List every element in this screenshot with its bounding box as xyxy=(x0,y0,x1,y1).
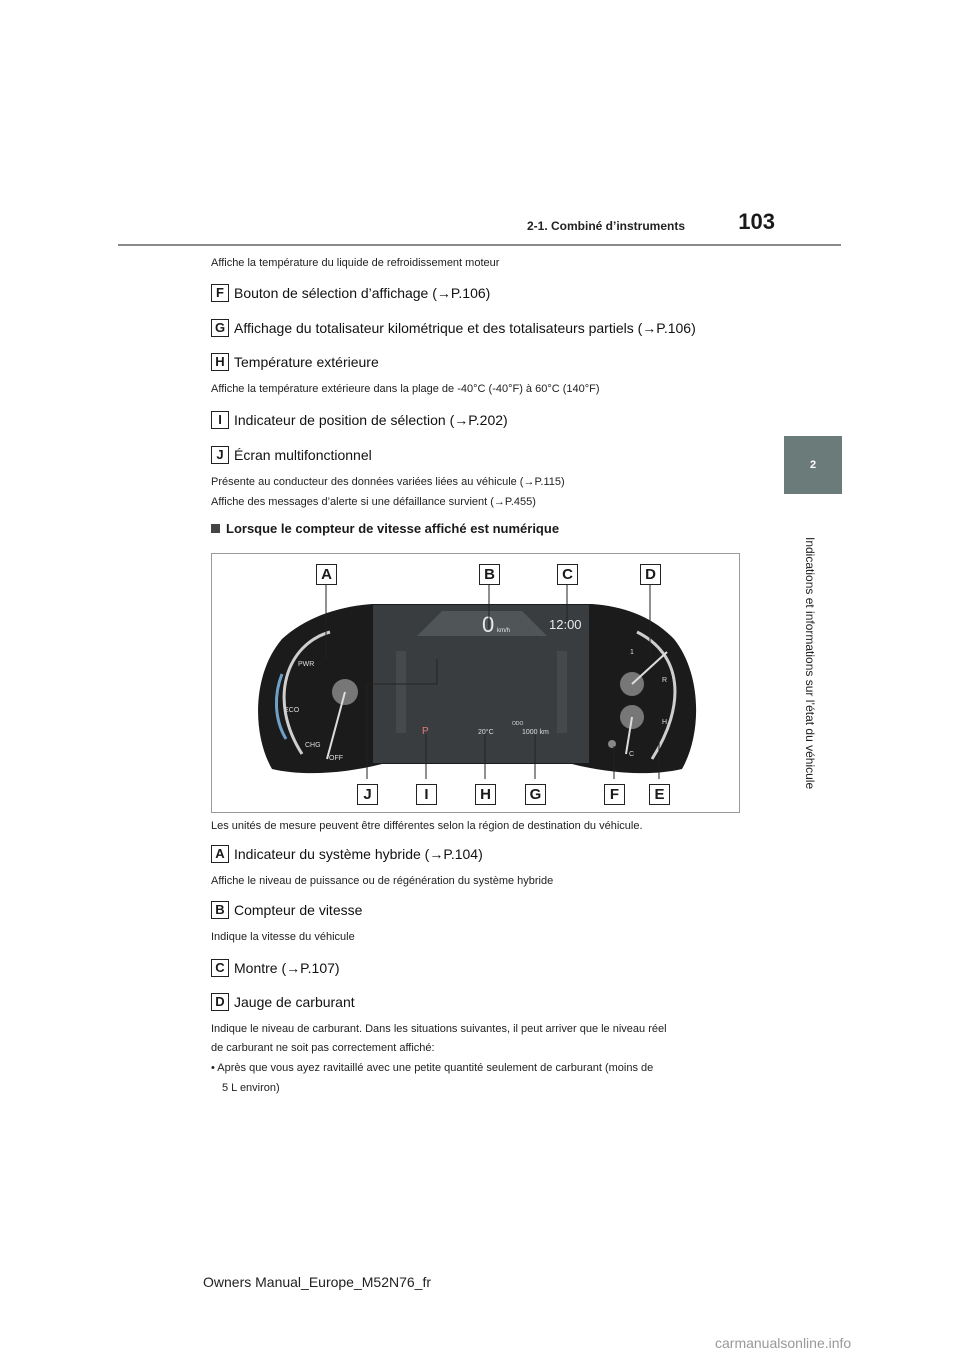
gauge-label-chg: CHG xyxy=(305,742,321,749)
intro-text: Affiche la température du liquide de ref… xyxy=(211,257,500,269)
callout-leader-lines xyxy=(325,584,660,779)
item-g: G Affichage du totalisateur kilométrique… xyxy=(211,319,696,337)
gauge-label-h: H xyxy=(662,719,667,726)
item-label: Température extérieure xyxy=(234,354,379,370)
square-bullet-icon xyxy=(211,524,220,533)
speed-value: 0 xyxy=(482,612,494,637)
watermark: carmanualsonline.info xyxy=(715,1335,852,1351)
outside-temperature: 20°C xyxy=(478,728,494,736)
item-letter: G xyxy=(211,319,229,337)
item-label: Bouton de sélection d’affichage (→P.106) xyxy=(234,285,491,301)
item-letter: D xyxy=(211,993,229,1011)
callout-d: D xyxy=(640,564,661,585)
item-j: J Écran multifonctionnel xyxy=(211,446,372,464)
item-b: B Compteur de vitesse xyxy=(211,901,362,919)
item-a: A Indicateur du système hybride (→P.104) xyxy=(211,845,483,863)
fuel-bullet-continued: 5 L environ) xyxy=(222,1082,280,1094)
temp-needle xyxy=(625,716,633,755)
callout-i: I xyxy=(416,784,437,805)
callout-h: H xyxy=(475,784,496,805)
gauge-label-pwr: PWR xyxy=(298,661,314,668)
odo-label: ODO xyxy=(512,721,524,727)
instrument-cluster-figure: 0 km/h 12:00 P 20°C ODO 1000 km PWR ECO … xyxy=(211,553,740,813)
speed-unit: km/h xyxy=(497,628,510,634)
chapter-tab: 2 xyxy=(784,436,842,494)
hybrid-gauge-arc xyxy=(282,630,331,755)
gauge-label-off: OFF xyxy=(329,755,343,762)
callout-b: B xyxy=(479,564,500,585)
callout-g: G xyxy=(525,784,546,805)
speed-banner xyxy=(417,611,547,636)
callout-a: A xyxy=(316,564,337,585)
display-select-button xyxy=(608,740,616,748)
clock-display: 12:00 xyxy=(549,617,582,632)
fuel-paragraph-line: de carburant ne soit pas correctement af… xyxy=(211,1042,435,1054)
fuel-bullet: • Après que vous ayez ravitaillé avec un… xyxy=(211,1062,654,1074)
callout-f: F xyxy=(604,784,625,805)
item-letter: H xyxy=(211,353,229,371)
item-label: Écran multifonctionnel xyxy=(234,447,372,463)
item-d: D Jauge de carburant xyxy=(211,993,355,1011)
section-heading: Lorsque le compteur de vitesse affiché e… xyxy=(211,521,559,536)
cluster-illustration: 0 km/h 12:00 P 20°C ODO 1000 km PWR ECO … xyxy=(258,584,697,779)
gauge-label-eco: ECO xyxy=(284,707,300,714)
gauge-label-r: R xyxy=(662,677,667,684)
item-label: Indicateur de position de sélection (→P.… xyxy=(234,412,508,428)
item-label: Indicateur du système hybride (→P.104) xyxy=(234,846,483,862)
odometer-value: 1000 km xyxy=(522,729,549,736)
fuel-paragraph-line: Indique le niveau de carburant. Dans les… xyxy=(211,1023,667,1035)
item-letter: J xyxy=(211,446,229,464)
gear-indicator: P xyxy=(422,726,429,737)
item-description: Affiche la température extérieure dans l… xyxy=(211,383,600,395)
item-i: I Indicateur de position de sélection (→… xyxy=(211,411,508,429)
fuel-needle xyxy=(631,651,668,685)
page-number: 103 xyxy=(738,209,775,234)
callout-j: J xyxy=(357,784,378,805)
item-label: Jauge de carburant xyxy=(234,994,355,1010)
gauge-label-full: 1 xyxy=(630,649,634,656)
item-label: Affichage du totalisateur kilométrique e… xyxy=(234,320,696,336)
item-letter: C xyxy=(211,959,229,977)
section-heading-text: Lorsque le compteur de vitesse affiché e… xyxy=(226,521,560,536)
item-letter: A xyxy=(211,845,229,863)
footer-doc-id: Owners Manual_Europe_M52N76_fr xyxy=(203,1274,432,1290)
item-c: C Montre (→P.107) xyxy=(211,959,340,977)
fuel-temp-gauge-arc xyxy=(636,630,677,760)
hybrid-needle xyxy=(326,691,346,760)
item-letter: I xyxy=(211,411,229,429)
section-title: 2-1. Combiné d’instruments xyxy=(527,219,686,233)
item-description: Présente au conducteur des données varié… xyxy=(211,476,565,488)
item-letter: F xyxy=(211,284,229,302)
screen-left-bar xyxy=(396,651,406,733)
item-label: Compteur de vitesse xyxy=(234,902,363,918)
hybrid-gauge-eco-arc xyxy=(274,673,288,740)
item-description: Indique la vitesse du véhicule xyxy=(211,931,355,943)
item-letter: B xyxy=(211,901,229,919)
callout-c: C xyxy=(557,564,578,585)
gauge-label-c: C xyxy=(629,751,634,758)
item-f: F Bouton de sélection d’affichage (→P.10… xyxy=(211,284,490,302)
item-label: Montre (→P.107) xyxy=(234,960,340,976)
item-description: Affiche le niveau de puissance ou de rég… xyxy=(211,875,554,887)
item-h: H Température extérieure xyxy=(211,353,379,371)
callout-e: E xyxy=(649,784,670,805)
chapter-title: Indications et informations sur l’état d… xyxy=(803,537,817,790)
item-description: Affiche des messages d’alerte si une déf… xyxy=(211,496,536,508)
header-divider xyxy=(118,244,841,246)
screen-right-bar xyxy=(557,651,567,733)
units-note: Les unités de mesure peuvent être différ… xyxy=(211,820,643,832)
